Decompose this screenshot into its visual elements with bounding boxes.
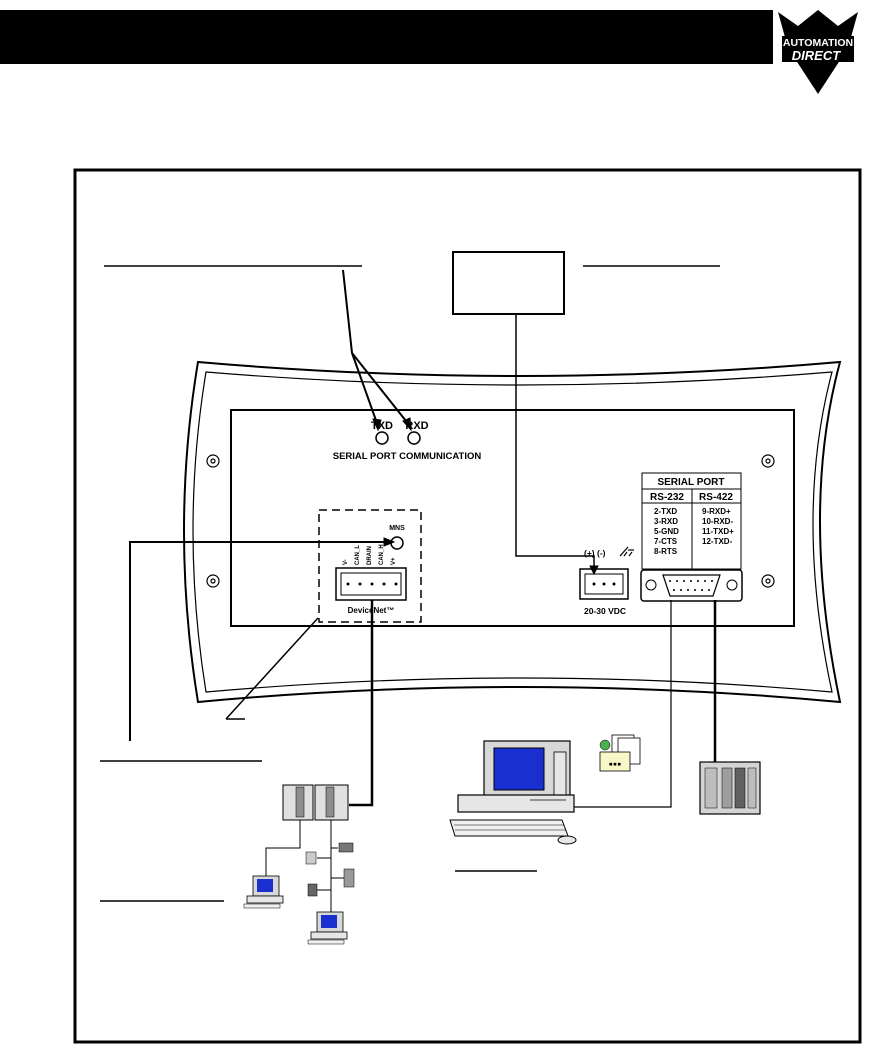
rxd-led [407, 431, 421, 445]
logo-line1: AUTOMATION [783, 37, 853, 49]
devicenet-pin: V- [343, 559, 349, 565]
db15-serial-connector [640, 569, 743, 602]
rs232-header: RS-232 [650, 492, 684, 503]
rs232-pin: 5-GND [654, 527, 679, 536]
svg-text:▪▪▪: ▪▪▪ [609, 760, 622, 768]
personal-computer-icon [449, 740, 577, 845]
logo-suffix: .com [840, 62, 851, 68]
rs232-pin: 2-TXD [654, 507, 677, 516]
figure-frame [73, 168, 862, 1044]
header-bar [0, 10, 773, 64]
power-voltage-label: 20-30 VDC [584, 606, 626, 616]
txd-led [375, 431, 389, 445]
rs232-pin: 8-RTS [654, 547, 678, 556]
devicenet-pin: V+ [391, 557, 397, 565]
device-housing-outer [183, 360, 842, 704]
rs422-header: RS-422 [699, 492, 733, 503]
mns-label: MNS [389, 525, 405, 532]
device-housing-inner [192, 371, 833, 693]
devicenet-pin: CAN_L [355, 545, 361, 565]
rs422-pin: 12-TXD- [702, 537, 733, 546]
rs232-pin: 3-RXD [654, 517, 678, 526]
devicenet-network-icon [243, 784, 355, 945]
devicenet-pin: CAN_H [379, 544, 385, 565]
ground-symbol-icon [619, 546, 634, 557]
logo-line2: DIRECT [792, 48, 841, 63]
software-icon: ▪▪▪ [599, 734, 641, 772]
serial-port-title: SERIAL PORT [657, 477, 724, 488]
devicenet-area [318, 509, 422, 623]
rs232-pin: 7-CTS [654, 537, 678, 546]
automationdirect-logo: AUTOMATION DIRECT .com [778, 10, 858, 94]
serial-port-table: SERIAL PORT RS-232 RS-422 2-TXD 3-RXD 5-… [641, 472, 742, 570]
mounting-holes [206, 454, 775, 588]
plc-icon [699, 761, 761, 815]
power-polarity-label: (+) (-) [584, 548, 606, 558]
serial-port-communication-label: SERIAL PORT COMMUNICATION [333, 451, 482, 462]
devicenet-pin-labels: V- CAN_L DRAIN CAN_H V+ [343, 544, 397, 565]
leader-lines [129, 269, 717, 808]
power-terminal-connector [579, 568, 629, 600]
rs422-pin: 10-RXD- [702, 517, 733, 526]
devicenet-pin: DRAIN [367, 546, 373, 565]
rs422-pin: 9-RXD+ [702, 507, 731, 516]
power-supply-box [452, 251, 565, 315]
devicenet-connector [335, 567, 407, 601]
rs422-pin: 11-TXD+ [702, 527, 734, 536]
